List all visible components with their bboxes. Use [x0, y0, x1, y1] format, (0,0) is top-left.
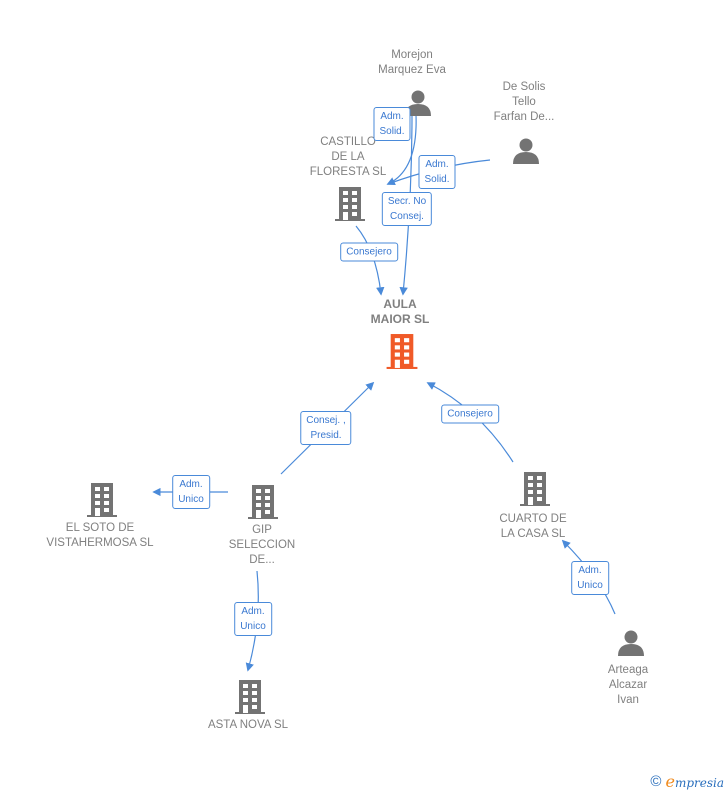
node-label-elsoto[interactable]: EL SOTO DE VISTAHERMOSA SL [46, 522, 154, 549]
node-label-arteaga[interactable]: Arteaga Alcazar Ivan [607, 664, 649, 706]
edge-morejon-castillo [386, 114, 417, 185]
edge-label[interactable]: Adm. Solid. [373, 107, 411, 141]
person-icon[interactable] [512, 136, 540, 169]
edge-label[interactable]: Adm. Solid. [418, 155, 456, 189]
brand-logo: empresia [665, 772, 724, 791]
node-label-main[interactable]: AULA MAIOR SL [370, 297, 430, 326]
node-label-morejon[interactable]: Morejon Marquez Eva [378, 49, 446, 76]
edge-label[interactable]: Adm. Unico [571, 561, 609, 595]
person-icon[interactable] [404, 88, 432, 121]
edge-label[interactable]: Secr. No Consej. [381, 192, 433, 226]
building-icon[interactable] [520, 471, 550, 512]
node-label-cuarto[interactable]: CUARTO DE LA CASA SL [499, 513, 567, 540]
footer-brand: © empresia [650, 772, 724, 791]
building-icon[interactable] [235, 679, 265, 720]
edge-label[interactable]: Consej. , Presid. [300, 411, 352, 445]
building-icon[interactable] [335, 186, 365, 227]
node-label-astanova[interactable]: ASTA NOVA SL [207, 719, 289, 731]
node-label-gip[interactable]: GIP SELECCION DE... [228, 524, 296, 566]
node-label-desolis[interactable]: De Solis Tello Farfan De... [493, 81, 555, 123]
building-icon[interactable] [87, 482, 117, 523]
edge-label[interactable]: Adm. Unico [172, 475, 210, 509]
copyright-icon: © [650, 773, 662, 790]
building-icon-main[interactable] [386, 333, 418, 375]
person-icon[interactable] [617, 628, 645, 661]
building-icon[interactable] [248, 484, 278, 525]
edge-label[interactable]: Adm. Unico [234, 602, 272, 636]
node-label-castillo[interactable]: CASTILLO DE LA FLORESTA SL [309, 136, 387, 178]
edge-label[interactable]: Consejero [340, 242, 398, 262]
edge-label[interactable]: Consejero [441, 404, 499, 424]
